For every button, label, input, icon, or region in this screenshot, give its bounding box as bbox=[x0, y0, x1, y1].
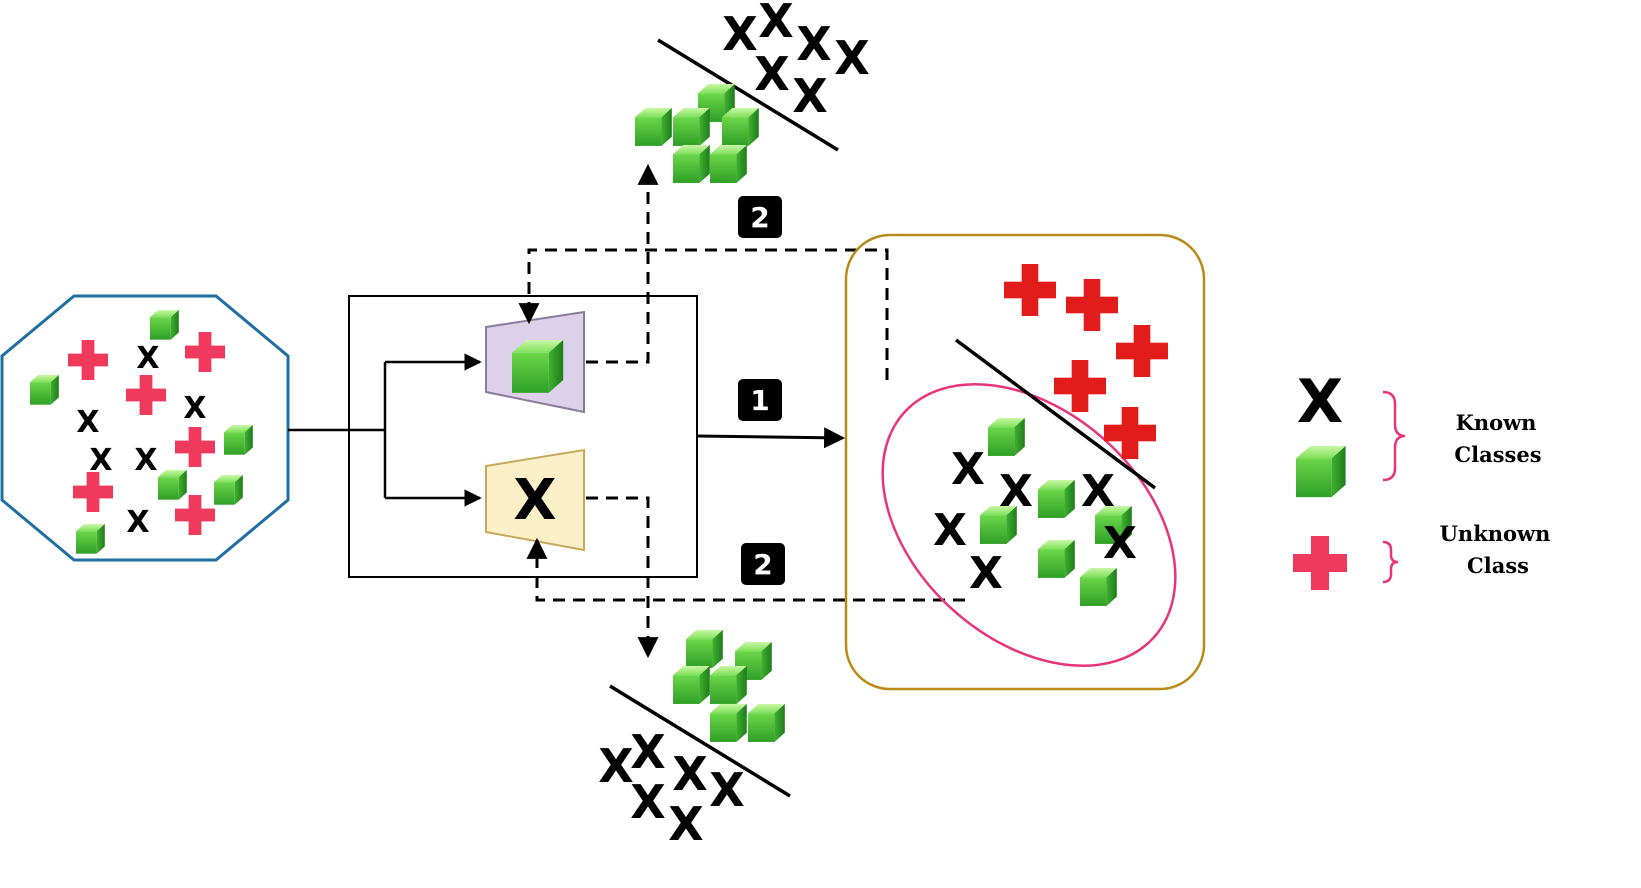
step-2-label-top: 2 bbox=[750, 201, 769, 234]
decoder-cube-class bbox=[485, 310, 585, 414]
cube-sample-icon bbox=[158, 470, 187, 500]
legend-unknown-line2: Class bbox=[1467, 553, 1529, 578]
step-2-label-bottom: 2 bbox=[753, 548, 772, 581]
plus-sample-icon bbox=[175, 495, 215, 535]
x-sample-icon: X bbox=[933, 505, 967, 556]
top-boundary-line bbox=[657, 38, 839, 152]
cube-sample-icon bbox=[710, 704, 747, 742]
x-sample-icon: X bbox=[951, 444, 985, 495]
plus-sample-icon bbox=[175, 427, 215, 467]
bottom-boundary-line bbox=[609, 684, 791, 798]
x-sample-icon: X bbox=[1103, 518, 1137, 569]
legend: X Known Classes Unknown Class bbox=[1293, 367, 1550, 590]
cube-sample-icon bbox=[673, 145, 710, 183]
bottom-cube-samples bbox=[673, 630, 785, 742]
input-connector bbox=[288, 353, 482, 507]
cube-sample-icon bbox=[76, 524, 105, 554]
cube-sample-icon bbox=[635, 108, 672, 146]
x-sample-icon: X bbox=[126, 505, 149, 540]
legend-unknown-line1: Unknown bbox=[1440, 521, 1551, 546]
x-sample-icon: X bbox=[89, 443, 112, 478]
cube-sample-icon bbox=[710, 145, 747, 183]
top-cube-samples bbox=[635, 84, 759, 183]
x-sample-icon: X bbox=[136, 341, 159, 376]
cube-sample-icon bbox=[673, 666, 710, 704]
step-1-badge bbox=[738, 379, 782, 421]
x-sample-icon: X bbox=[722, 7, 757, 61]
cube-sample-icon bbox=[988, 418, 1025, 456]
cube-sample-icon bbox=[150, 310, 179, 340]
step-2-badge-top: 2 bbox=[738, 196, 782, 238]
decoder-x-glyph: X bbox=[513, 468, 556, 533]
x-sample-icon: X bbox=[792, 69, 827, 123]
cube-sample-icon bbox=[710, 666, 747, 704]
legend-unknown-brace bbox=[1382, 540, 1399, 584]
feedback-paths bbox=[518, 163, 965, 659]
decoder-x-class: X bbox=[485, 448, 585, 552]
x-sample-icon: X bbox=[969, 548, 1003, 599]
cube-sample-icon bbox=[686, 630, 723, 668]
x-sample-icon: X bbox=[709, 763, 744, 817]
x-sample-icon: X bbox=[796, 17, 831, 71]
cube-sample-icon bbox=[748, 704, 785, 742]
plus-sample-icon bbox=[1054, 360, 1106, 412]
step-2-badge-bottom: 2 bbox=[741, 543, 785, 585]
cube-sample-icon bbox=[224, 425, 253, 455]
cube-sample-icon bbox=[30, 375, 59, 405]
plus-sample-icon bbox=[73, 472, 113, 512]
legend-cube-icon bbox=[1296, 446, 1346, 498]
decoder-cube-icon bbox=[512, 340, 564, 393]
legend-known-line1: Known bbox=[1456, 410, 1537, 435]
x-sample-icon: X bbox=[999, 466, 1033, 517]
known-class-ellipse bbox=[881, 382, 1177, 668]
step-1-arrow: 1 bbox=[696, 379, 846, 449]
unknown-class-samples bbox=[1004, 264, 1168, 459]
x-sample-icon: X bbox=[754, 47, 789, 101]
legend-x-icon: X bbox=[1297, 367, 1343, 437]
cube-sample-icon bbox=[1080, 568, 1117, 606]
cube-sample-icon bbox=[214, 475, 243, 505]
x-sample-icon: X bbox=[134, 443, 157, 478]
legend-known-brace bbox=[1382, 390, 1406, 482]
x-sample-icon: X bbox=[183, 391, 206, 426]
cube-sample-icon bbox=[722, 108, 759, 146]
cube-sample-icon bbox=[1038, 480, 1075, 518]
plus-sample-icon bbox=[126, 375, 166, 415]
plus-sample-icon bbox=[68, 340, 108, 380]
plus-sample-icon bbox=[185, 332, 225, 372]
x-sample-icon: X bbox=[672, 747, 707, 801]
x-sample-icon: X bbox=[758, 0, 793, 48]
legend-known-line2: Classes bbox=[1454, 442, 1541, 467]
x-sample-icon: X bbox=[630, 725, 665, 779]
x-sample-icon: X bbox=[598, 739, 633, 793]
cluster-boundary-line bbox=[954, 338, 1157, 490]
plus-sample-icon bbox=[1116, 325, 1168, 377]
plus-sample-icon bbox=[1104, 407, 1156, 459]
plus-sample-icon bbox=[1004, 264, 1056, 316]
x-sample-icon: X bbox=[630, 775, 665, 829]
cube-sample-icon bbox=[1038, 540, 1075, 578]
step-1-label: 1 bbox=[750, 384, 769, 417]
x-sample-icon: X bbox=[668, 797, 703, 851]
x-sample-icon: X bbox=[1081, 466, 1115, 517]
x-sample-icon: X bbox=[76, 405, 99, 440]
plus-sample-icon bbox=[1066, 279, 1118, 331]
cube-sample-icon bbox=[673, 108, 710, 146]
legend-plus-icon bbox=[1293, 536, 1347, 590]
x-sample-icon: X bbox=[834, 31, 869, 85]
